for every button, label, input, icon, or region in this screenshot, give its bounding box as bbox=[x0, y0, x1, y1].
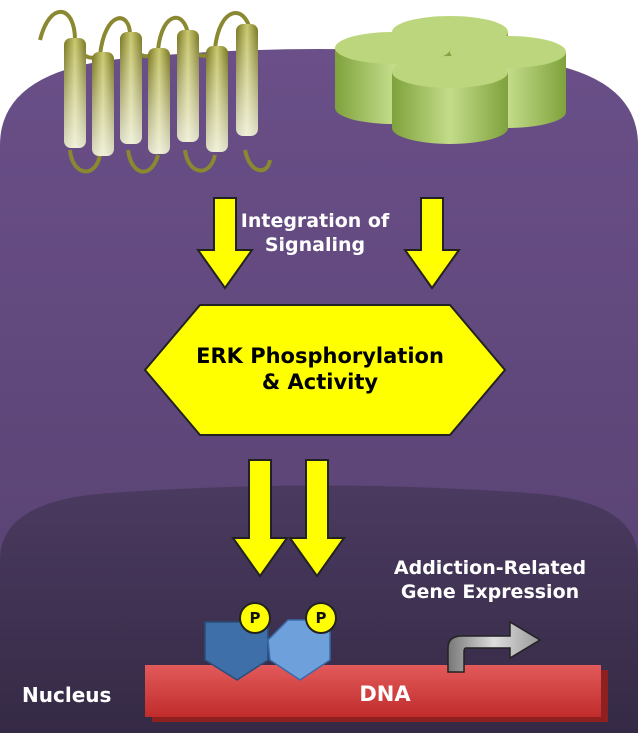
arrow-erk-to-protein-1 bbox=[231, 459, 289, 578]
arrow-receptor-to-erk bbox=[196, 197, 254, 290]
transcription-factor-2 bbox=[267, 619, 331, 681]
dna-strand bbox=[145, 665, 608, 722]
nucleus-label: Nucleus bbox=[22, 683, 112, 707]
integration-text: Integration of Signaling bbox=[240, 210, 390, 256]
erk-label: ERK Phosphorylation & Activity bbox=[170, 343, 470, 396]
helix-3 bbox=[120, 32, 142, 144]
helix-2 bbox=[92, 52, 114, 156]
gene-expression-label: Addiction-Related Gene Expression bbox=[370, 557, 610, 605]
phospho-circle-1 bbox=[239, 602, 271, 634]
channel-subunit-front bbox=[392, 56, 508, 144]
gene-expression-text: Addiction-Related Gene Expression bbox=[393, 557, 587, 603]
phospho-circle-2 bbox=[305, 602, 337, 634]
phospho-label-1: P bbox=[249, 609, 261, 627]
transcription-arrow bbox=[447, 620, 542, 673]
arrow-channel-to-erk bbox=[403, 197, 461, 290]
erk-box bbox=[143, 304, 507, 436]
helix-1 bbox=[64, 38, 86, 148]
helix-5 bbox=[177, 30, 199, 142]
receptor-loops bbox=[38, 9, 272, 174]
ion-channel bbox=[335, 16, 566, 144]
helix-7 bbox=[236, 24, 258, 136]
helix-4 bbox=[148, 48, 170, 154]
dna-label: DNA bbox=[359, 682, 411, 706]
integration-label: Integration of Signaling bbox=[230, 210, 400, 258]
gpcr-receptor bbox=[38, 9, 272, 174]
erk-text: ERK Phosphorylation & Activity bbox=[196, 344, 444, 395]
arrow-erk-to-protein-2 bbox=[288, 459, 346, 578]
helix-6 bbox=[206, 46, 228, 152]
phospho-label-2: P bbox=[315, 609, 327, 627]
